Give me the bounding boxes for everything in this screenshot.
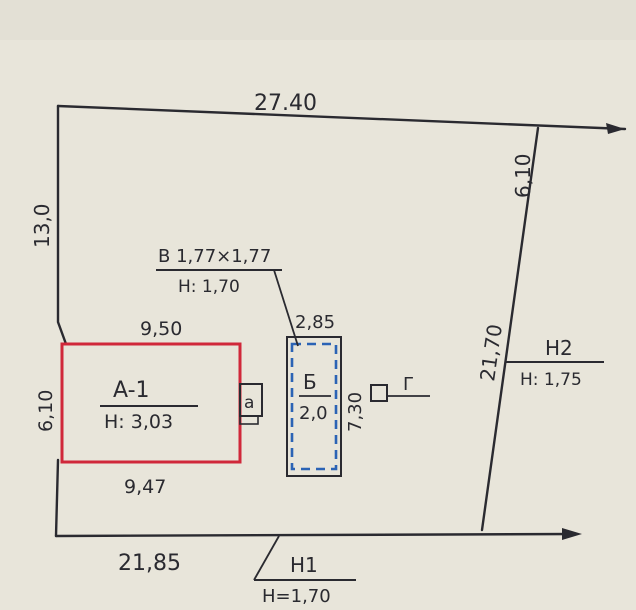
fence-n1-label: Н1 <box>290 553 318 577</box>
fence-n2-label: Н2 <box>545 336 573 360</box>
boundary-left-lower <box>54 458 60 538</box>
annex-a-label: a <box>244 393 254 413</box>
building-b-dashed-outline <box>290 342 338 471</box>
building-b-width-length: 2,85 <box>295 312 335 333</box>
structure-g-label: Г <box>403 374 414 395</box>
building-a1-side-length: 6,10 <box>35 390 57 432</box>
building-b-label: Б <box>303 370 317 394</box>
arrow-bottom-right-icon <box>562 528 582 540</box>
fence-n1-pointer-line <box>253 535 280 581</box>
boundary-right <box>480 126 540 532</box>
fence-n1-height: H=1,70 <box>262 586 331 607</box>
boundary-right-upper-length: 6,10 <box>511 153 535 198</box>
boundary-left-upper <box>56 104 68 346</box>
building-a1-top-length: 9,50 <box>140 318 182 340</box>
building-b-depth-length: 7,30 <box>345 392 366 432</box>
boundary-left-upper-length: 13,0 <box>30 203 54 248</box>
structure-g-outline <box>370 384 388 402</box>
building-a1-label: A-1 <box>113 378 150 403</box>
structure-v-label: В 1,77×1,77 <box>158 246 271 267</box>
annex-a-step <box>239 415 259 425</box>
arrow-top-right-icon <box>606 123 625 134</box>
boundary-top <box>56 104 627 131</box>
structure-v-height: H: 1,70 <box>178 277 240 297</box>
boundary-bottom-length: 21,85 <box>118 551 181 576</box>
building-a1-height: H: 3,03 <box>104 411 173 433</box>
building-b-outer <box>286 336 342 477</box>
boundary-bottom <box>54 532 577 538</box>
fence-n2-height: H: 1,75 <box>520 370 582 390</box>
building-b-height: 2,0 <box>299 403 328 424</box>
structure-v-pointer-line <box>273 269 299 347</box>
building-a1-bottom-length: 9,47 <box>124 476 166 498</box>
boundary-top-length: 27.40 <box>254 91 317 116</box>
paper-shadow-top <box>0 0 636 40</box>
